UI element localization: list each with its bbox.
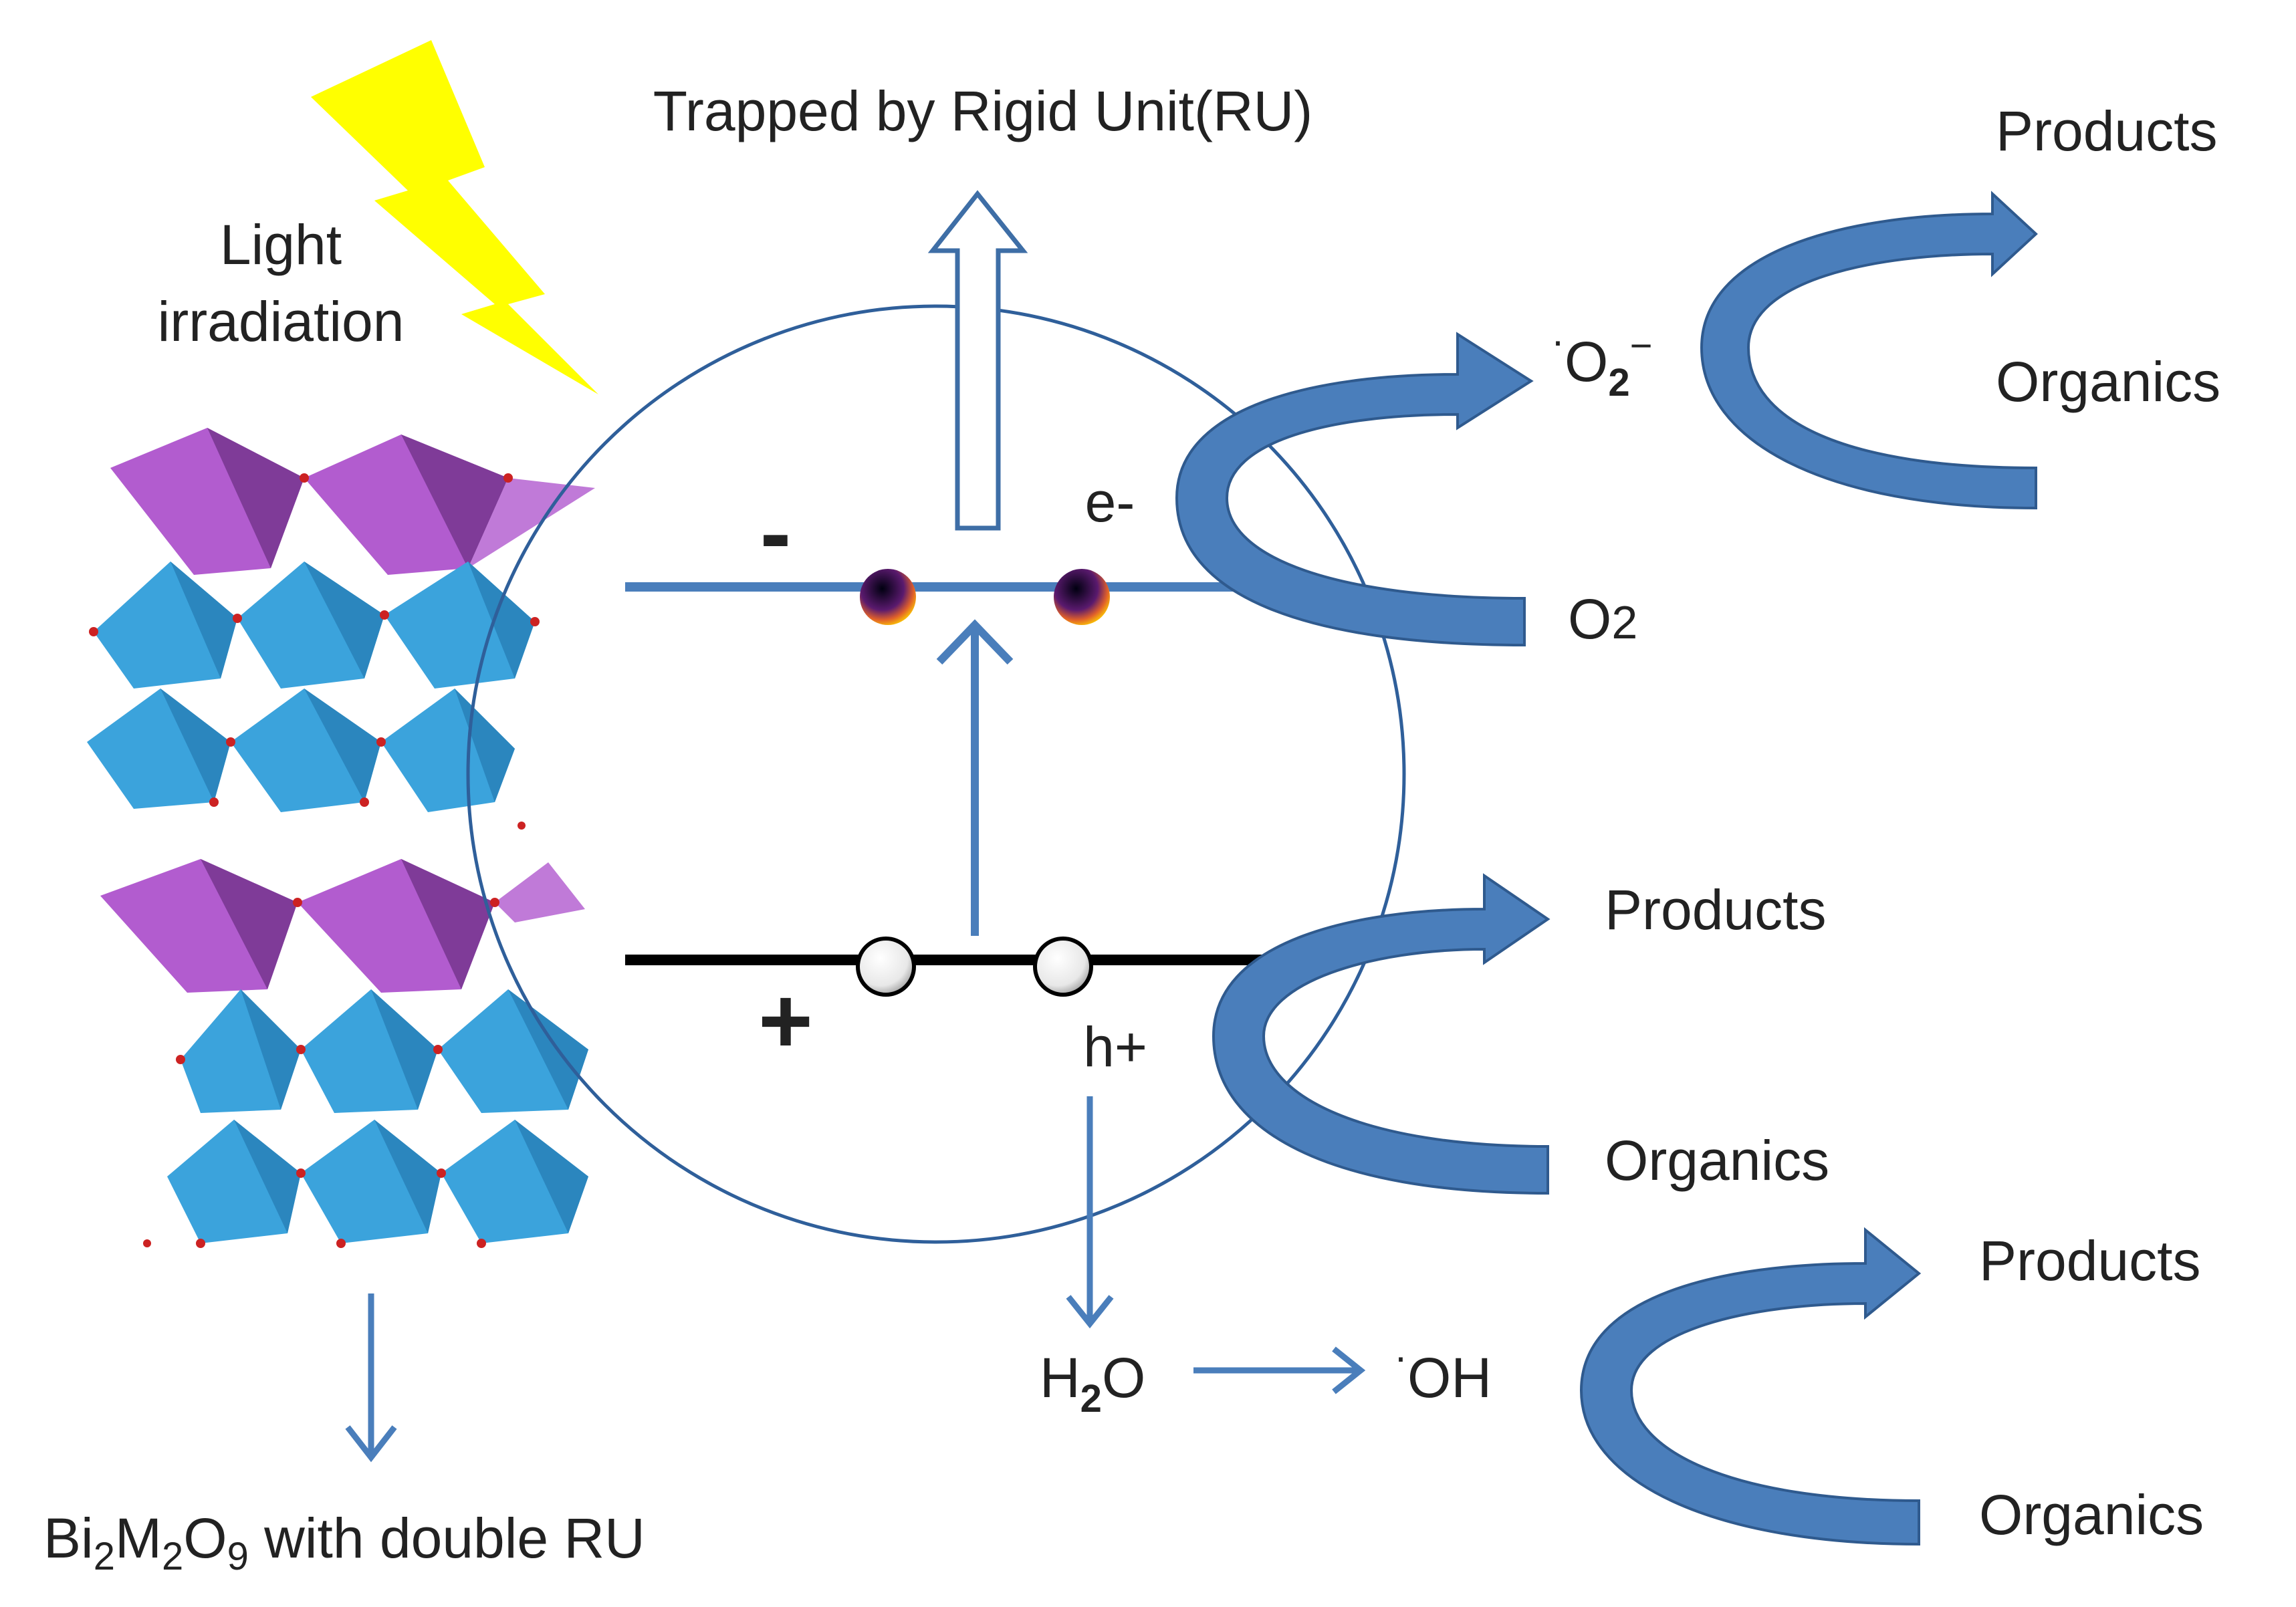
electron (1054, 569, 1110, 625)
hydroxyl-label: ·OH (1394, 1334, 1492, 1409)
perovskite-block-top (87, 562, 535, 812)
oxygen-atoms (89, 473, 540, 1248)
oxidation-curved-arrow (1212, 873, 1551, 1195)
caption: Bi2M2O9 with double RU (43, 1507, 645, 1578)
bi-o-layer-top (110, 428, 595, 575)
plus-sign: + (758, 968, 813, 1073)
superoxide-label: ·O2− (1551, 318, 1652, 404)
o2-label: O2 (1568, 588, 1637, 650)
crystal-structure (87, 428, 595, 1248)
trapped-label: Trapped by Rigid Unit(RU) (653, 80, 1313, 142)
hydroxyl-curved-arrow (1579, 1227, 1922, 1546)
superoxide-curved-arrow (1700, 191, 2038, 510)
hole-label: h+ (1083, 1015, 1147, 1078)
light-label-line1: Light (220, 213, 342, 276)
organics-label-bottom: Organics (1979, 1483, 2204, 1546)
particle-circle (466, 304, 1406, 1244)
organics-label-middle: Organics (1605, 1129, 1829, 1192)
electron (860, 569, 916, 625)
perovskite-block-bottom (167, 989, 588, 1243)
trapped-arrow-icon (927, 190, 1028, 531)
light-label-line2: irradiation (158, 290, 405, 353)
electron-label: e- (1085, 471, 1135, 533)
reduction-curved-arrow (1175, 332, 1534, 647)
light-bolt-icon (311, 40, 598, 394)
hole (856, 937, 916, 997)
products-label-bottom: Products (1979, 1229, 2201, 1292)
water-label: H2O (1040, 1346, 1145, 1420)
products-label-top: Products (1996, 100, 2218, 162)
minus-sign: - (760, 480, 792, 585)
hole (1033, 937, 1093, 997)
organics-label-top: Organics (1996, 350, 2220, 413)
products-label-middle: Products (1605, 878, 1827, 941)
bi-o-layer-bottom (100, 859, 585, 993)
